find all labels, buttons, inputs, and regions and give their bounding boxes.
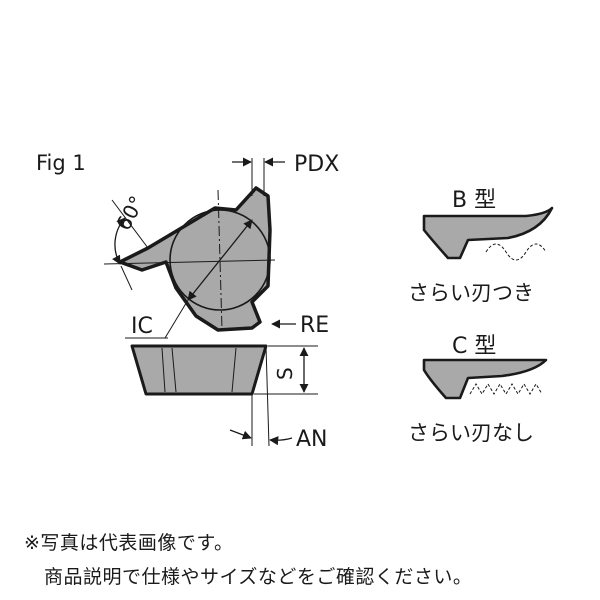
ic-dimension-line <box>187 219 253 301</box>
c-type-profile <box>422 358 548 400</box>
label-an: AN <box>296 427 328 452</box>
label-s: S <box>273 367 297 380</box>
b-type-profile <box>422 206 554 261</box>
side-detail-2 <box>171 347 177 393</box>
an-arrow-left <box>229 429 252 440</box>
an-arrow-right <box>269 436 293 446</box>
fig-title: Fig 1 <box>36 151 86 175</box>
angle-leader <box>120 265 133 291</box>
an-slant <box>265 345 270 447</box>
b-type-title: B 型 <box>452 188 496 213</box>
b-type-caption: さらい刃つき <box>408 281 534 305</box>
angle-ext-line <box>111 199 149 249</box>
side-detail-1 <box>161 347 166 393</box>
c-type-caption: さらい刃なし <box>408 421 534 445</box>
side-detail-3 <box>231 347 237 393</box>
b-type-body <box>422 206 554 260</box>
insert-side-view <box>130 344 318 447</box>
label-pdx: PDX <box>294 152 339 177</box>
side-body <box>130 344 268 396</box>
ic-leader-line <box>164 299 189 339</box>
note-representative-image: ※写真は代表画像です。 <box>24 532 234 554</box>
center-line-v <box>217 189 223 331</box>
note-check-description: 商品説明で仕様やサイズなどをご確認ください。 <box>44 566 473 588</box>
c-type-body <box>422 358 548 400</box>
b-type-thread <box>485 243 547 261</box>
c-type-thread <box>469 383 543 395</box>
label-re: RE <box>300 313 329 338</box>
angle-arc <box>112 217 126 265</box>
label-angle: 60° <box>111 192 149 235</box>
c-type-title: C 型 <box>452 334 496 359</box>
label-ic: IC <box>131 314 153 339</box>
insert-top-view <box>103 157 296 339</box>
